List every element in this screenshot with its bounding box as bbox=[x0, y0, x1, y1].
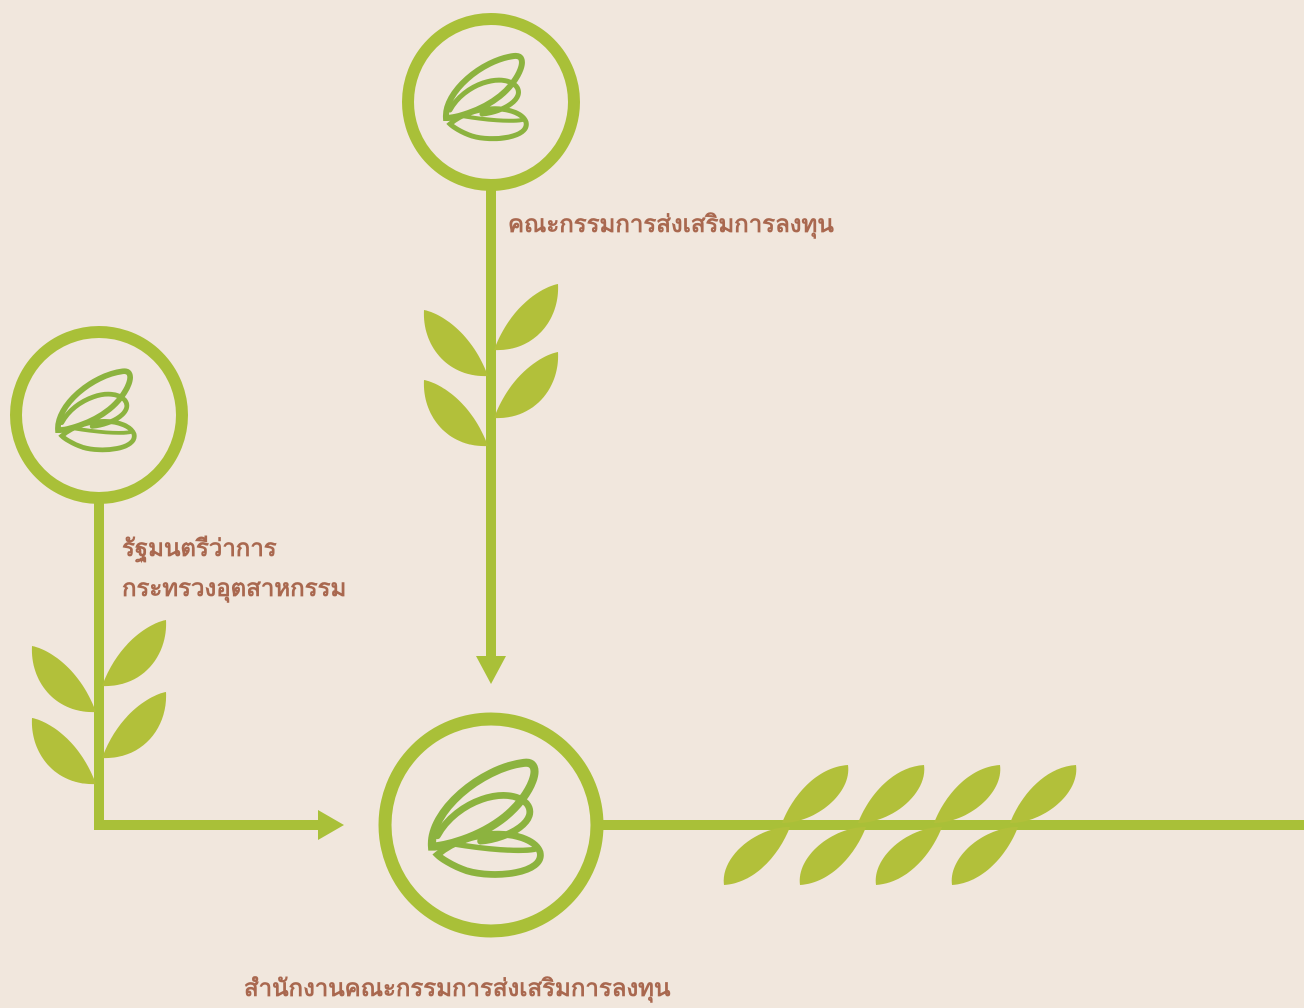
minister-label: รัฐมนตรีว่าการ กระทรวงอุตสาหกรรม bbox=[122, 528, 346, 608]
board-node bbox=[402, 13, 580, 684]
minister-arrowhead bbox=[318, 810, 344, 840]
boi-leaf-logo-icon bbox=[58, 371, 134, 450]
minister-label-line-2: กระทรวงอุตสาหกรรม bbox=[122, 574, 347, 602]
office-label: สำนักงานคณะกรรมการส่งเสริมการลงทุน bbox=[244, 968, 670, 1008]
office-label-line: สำนักงานคณะกรรมการส่งเสริมการลงทุน bbox=[244, 974, 671, 1002]
board-label: คณะกรรมการส่งเสริมการลงทุน bbox=[508, 204, 834, 244]
board-arrowhead bbox=[476, 656, 506, 684]
boi-leaf-logo-icon bbox=[446, 56, 526, 139]
board-label-line: คณะกรรมการส่งเสริมการลงทุน bbox=[508, 210, 834, 238]
minister-node bbox=[10, 326, 344, 840]
minister-connector bbox=[94, 498, 322, 830]
minister-label-line-1: รัฐมนตรีว่าการ bbox=[122, 534, 277, 562]
office-node bbox=[378, 712, 1304, 938]
boi-leaf-logo-icon bbox=[432, 763, 540, 875]
